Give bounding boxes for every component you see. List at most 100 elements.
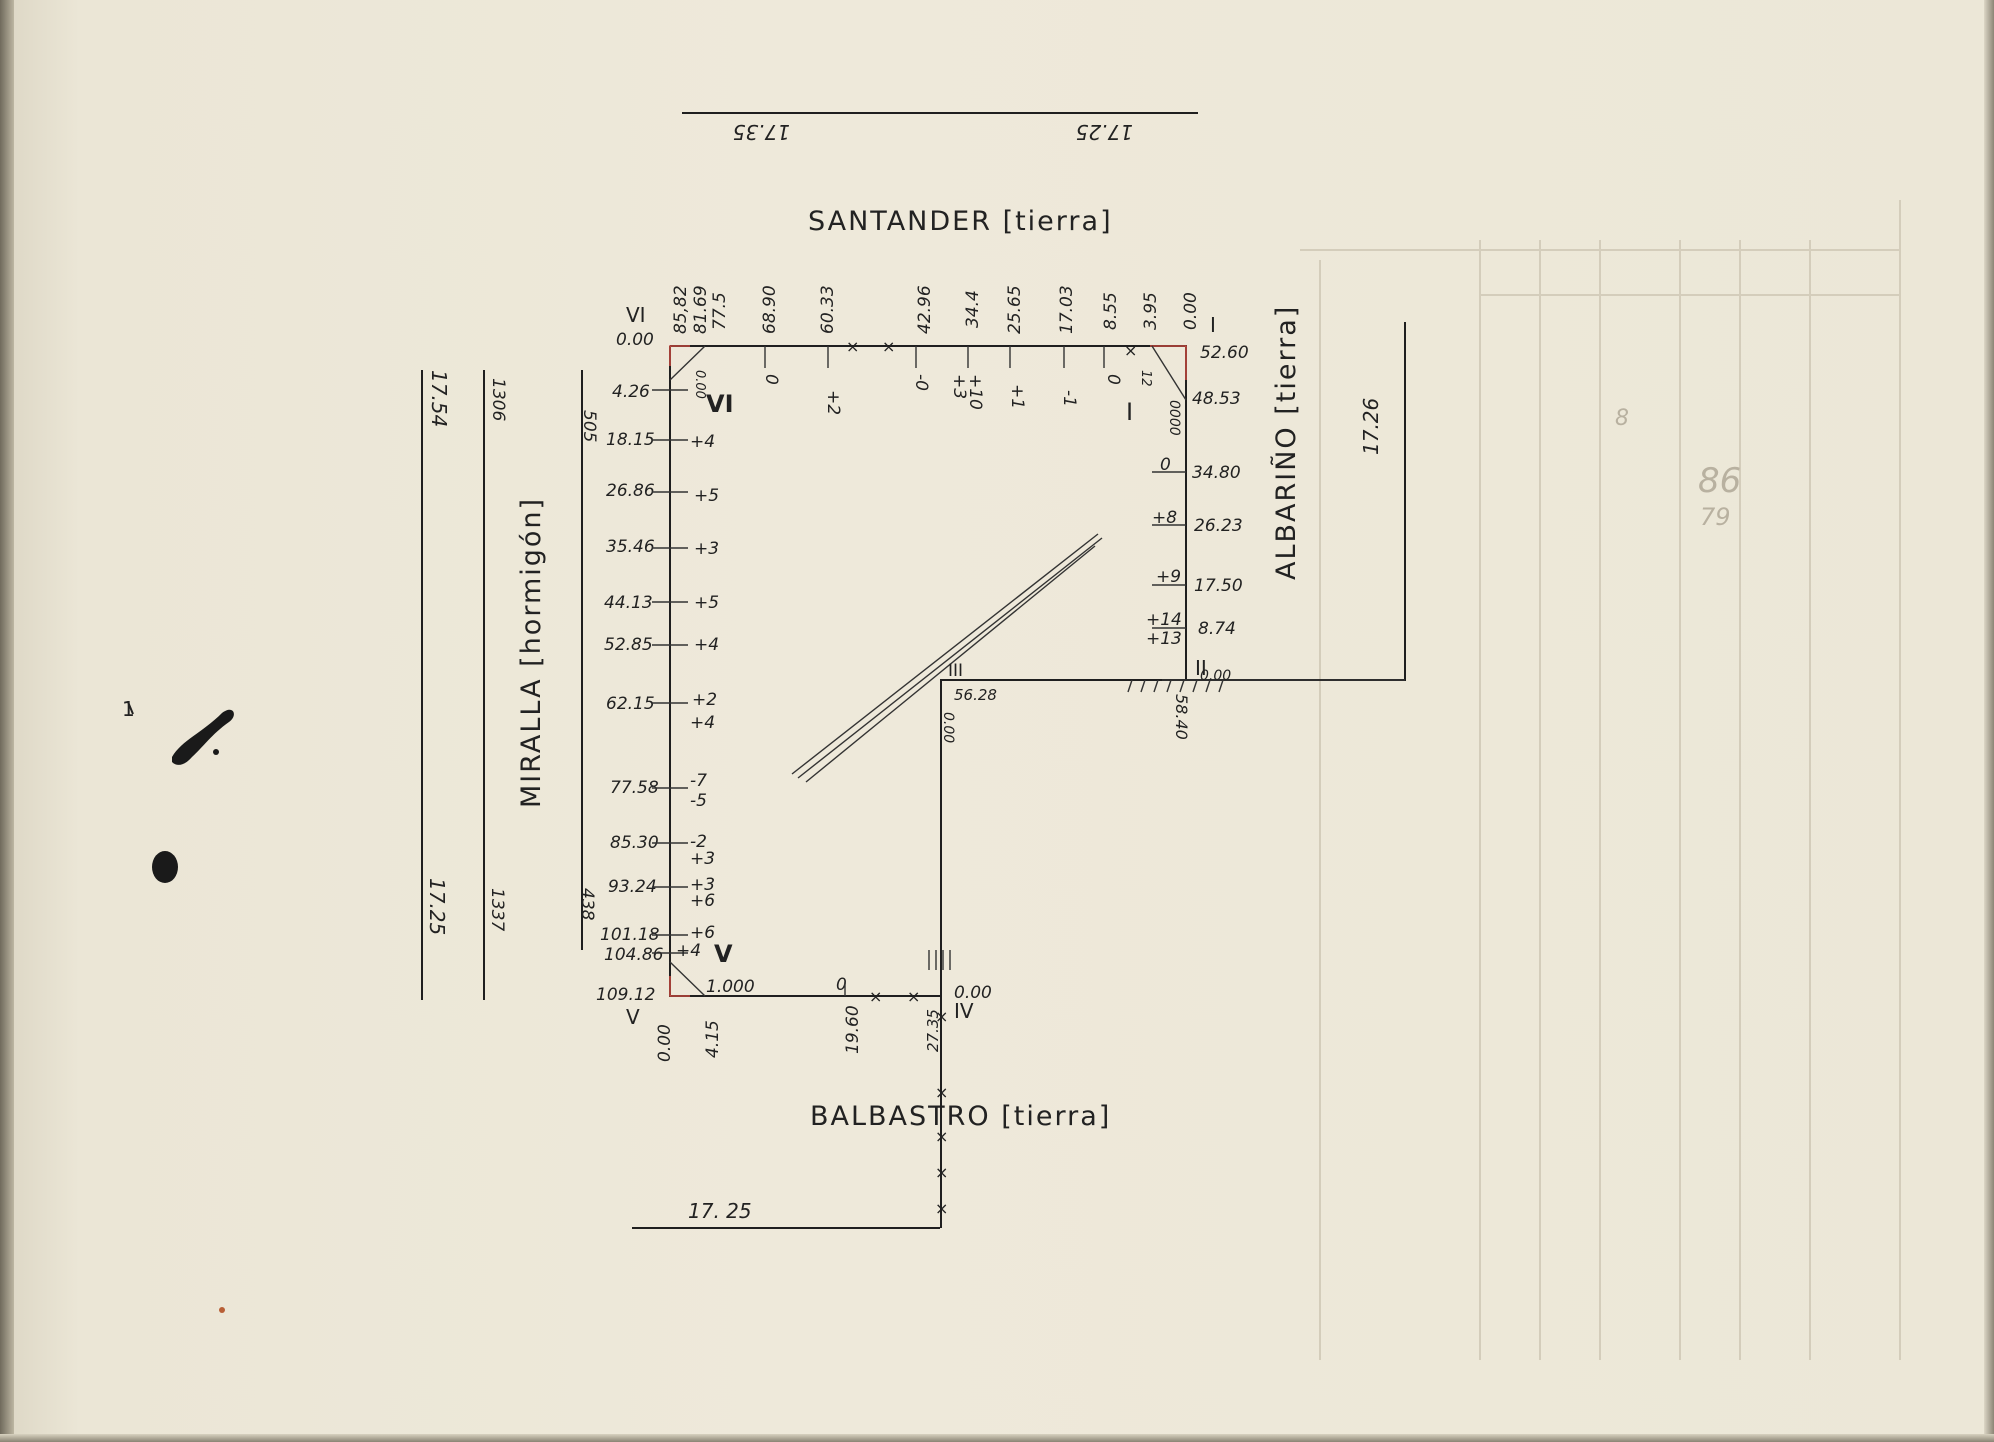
left-level: +3	[690, 849, 715, 869]
ii-chainage: 58.40	[1172, 694, 1191, 740]
left-chainage: 101.18	[600, 925, 660, 945]
svg-text:×: ×	[869, 987, 882, 1006]
left-width-mid-top: 1306	[488, 378, 508, 421]
right-levels: 0000 0 +8 +9 +14 +13	[1146, 400, 1182, 649]
top-width-left: 17.35	[733, 120, 790, 144]
vertex-label-iv: IV	[954, 999, 974, 1023]
left-level: -2	[690, 832, 707, 852]
svg-text:×: ×	[907, 987, 920, 1006]
svg-text:×: ×	[935, 1127, 948, 1146]
left-chainage: 35.46	[606, 537, 655, 557]
left-width-inner-top: 505	[579, 410, 599, 442]
right-chainages: 52.60 48.53 34.80 26.23 17.50 8.74 0.00	[1192, 343, 1249, 684]
left-level: -7	[690, 771, 707, 791]
right-chainage: 8.74	[1198, 619, 1236, 639]
iii-chainage: 56.28	[954, 686, 997, 704]
bottom-street-width-line: 17. 25	[632, 1199, 940, 1229]
top-level-ticks	[764, 346, 1105, 368]
top-level: 0	[1103, 374, 1123, 385]
top-level: -1	[1059, 390, 1079, 407]
right-level-ticks	[1152, 471, 1186, 629]
bottom-level: 0	[836, 975, 847, 995]
vertex-label-i-inner: I	[1126, 398, 1133, 426]
left-chainage: 44.13	[604, 593, 653, 613]
iv-zero: 0.00	[954, 983, 992, 1003]
top-chainage: 77.5	[710, 292, 730, 330]
left-chainage: 4.26	[612, 382, 650, 402]
right-width: 17.26	[1359, 398, 1383, 455]
top-chainage: 25.65	[1005, 285, 1025, 334]
top-chainages: 85,82 81.69 77.5 68.90 60.33 42.96 34.4 …	[671, 285, 1201, 334]
left-level: +4	[690, 713, 715, 733]
right-level: +13	[1146, 629, 1182, 649]
top-chainage: 42.96	[915, 285, 935, 334]
top-level: +2	[823, 390, 843, 415]
left-chainage: 93.24	[608, 877, 657, 897]
bottom-levels: 1.000 0	[706, 975, 847, 997]
svg-text:×: ×	[935, 1199, 948, 1218]
top-chainage: 0.00	[1181, 292, 1201, 330]
left-level: +6	[690, 891, 715, 911]
left-level: +2	[692, 690, 717, 710]
left-chainages: 0.00 4.26 18.15 26.86 35.46 44.13 52.85 …	[596, 330, 664, 1005]
top-levels: 0 +2 -0 +10 +3 +1 -1 0 12	[761, 370, 1153, 415]
left-level: 0.00	[692, 370, 707, 399]
svg-text:×: ×	[935, 1007, 948, 1026]
top-width-right: 17.25	[1076, 120, 1133, 144]
faint-mark: 86	[1698, 461, 1741, 501]
left-level-ticks	[652, 389, 688, 954]
left-width-mid-bottom: 1337	[487, 888, 507, 931]
street-name-albarino: ALBARIÑO [tierra]	[1270, 305, 1302, 580]
left-width-outer-top: 17.54	[427, 370, 451, 427]
left-chainage: 62.15	[606, 694, 655, 714]
left-level: +4	[694, 635, 719, 655]
inner-labels: 56.28 0.00 58.40 0.00 27.35	[924, 686, 1191, 1052]
top-level: +1	[1007, 384, 1027, 409]
right-chainage: 26.23	[1194, 516, 1243, 536]
top-street-width-line: 17.35 17.25	[682, 112, 1198, 144]
right-chainage: 52.60	[1200, 343, 1249, 363]
top-level: -0	[911, 374, 931, 391]
top-level: 12	[1138, 370, 1153, 387]
top-level: 0	[761, 374, 781, 385]
left-width-outer-bottom: 17.25	[425, 878, 449, 935]
bottom-chainages: 0.00 4.15 19.60	[655, 1005, 863, 1062]
right-chainage: 17.50	[1194, 576, 1243, 596]
svg-text:×: ×	[935, 1083, 948, 1102]
top-chainage: 8.55	[1101, 292, 1121, 330]
left-chainage: 109.12	[596, 985, 655, 1005]
parcel-outline	[669, 345, 1405, 1228]
bottom-chainage: 4.15	[703, 1020, 723, 1058]
left-level: +3	[690, 875, 715, 895]
right-level: 0000	[1166, 400, 1182, 436]
bottom-level: 1.000	[706, 977, 755, 997]
street-name-miralla: MIRALLA [hormigón]	[516, 497, 547, 808]
right-level: 0	[1160, 455, 1171, 475]
right-chainage: 48.53	[1192, 389, 1241, 409]
paper-edge-left	[0, 0, 14, 1442]
street-name-balbastro: BALBASTRO [tierra]	[810, 1101, 1111, 1132]
iv-chainage: 27.35	[924, 1009, 942, 1052]
left-chainage: 0.00	[616, 330, 654, 350]
left-level: +3	[694, 539, 719, 559]
vertex-label-iii: III	[948, 661, 963, 681]
top-chainage: 81.69	[691, 285, 711, 334]
boundary-markers: × × × × × × × × × ×	[846, 337, 1137, 1218]
top-chainage: 68.90	[760, 285, 780, 334]
svg-text:×: ×	[935, 1163, 948, 1182]
left-level: +6	[690, 923, 715, 943]
left-chainage: 85.30	[610, 833, 659, 853]
vertex-label-v-inner: V	[714, 940, 733, 968]
top-chainage: 34.4	[963, 290, 983, 328]
right-chainage: 34.80	[1192, 463, 1241, 483]
right-chainage: 0.00	[1200, 668, 1231, 684]
street-name-santander: SANTANDER [tierra]	[808, 206, 1113, 237]
svg-text:×: ×	[1124, 341, 1137, 360]
ink-blots	[127, 701, 234, 1313]
iii-zero: 0.00	[940, 712, 956, 743]
left-chainage: 52.85	[604, 635, 653, 655]
faint-mark: 8	[1615, 406, 1629, 431]
faint-mark: 79	[1700, 503, 1731, 531]
top-chainage: 17.03	[1057, 285, 1077, 334]
svg-text:×: ×	[882, 337, 895, 356]
